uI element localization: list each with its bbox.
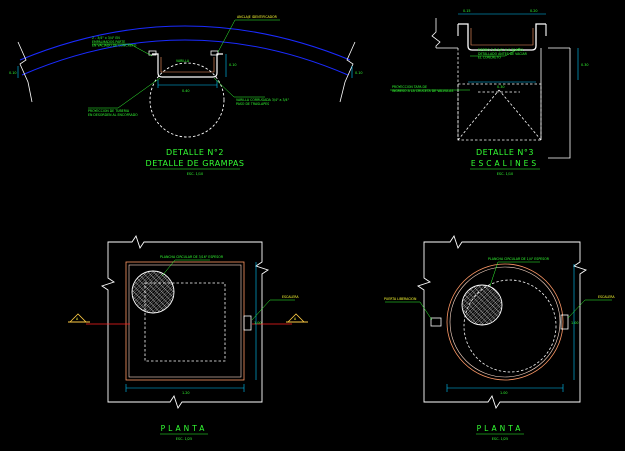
pipe-arc-outer [19, 25, 351, 61]
leader-bottom-right [213, 77, 265, 98]
planta-2-note-right: ESCALERA [598, 295, 615, 299]
leader-left [92, 43, 153, 57]
dim-side-text: 0.10 [229, 63, 237, 67]
leader-bottom-left [88, 77, 161, 109]
planta-2-outer-wall [416, 234, 588, 410]
planta-1-dim-bottom-text: 1.20 [182, 391, 190, 395]
d3-leader-right [470, 47, 521, 57]
detalle-3-title: DETALLE N°3 [476, 148, 534, 157]
planta-2-wall-inner [449, 266, 561, 378]
detalle-2-title: DETALLE N°2 [166, 148, 224, 157]
planta-1-note-hatch: PLANCHA CIRCULAR DE 3/16" ESPESOR [160, 255, 224, 259]
d3-dim-width-text: 0.30 [497, 85, 505, 89]
planta-1-ladder [243, 315, 252, 331]
dim-right-text: 0.10 [355, 71, 363, 75]
detalle-2-scale: ESC. 1/10 [187, 172, 203, 176]
planta-1-note-right: ESCALERA [282, 295, 299, 299]
wall-left-break [431, 18, 441, 48]
planta-2-dim-right-text: 1.00 [571, 321, 579, 325]
section-marker-left: A [68, 313, 90, 323]
detalle-3-scale: ESC. 1/10 [497, 172, 513, 176]
planta-2-note-left: PUERTA LIBERACION [384, 297, 417, 301]
planta-2-leader-left [385, 301, 433, 321]
planta-1-group: A A 1.20 1.00 PLANCHA CIRCULAR DE 3/16" … [68, 234, 308, 441]
section-marker-left-text: A [76, 317, 79, 321]
dim-width-text: 0.40 [182, 89, 190, 93]
planta-2-leader-right [567, 299, 612, 319]
planta-2-dashed-opening [463, 279, 557, 373]
planta-1-dashed-opening [144, 282, 226, 362]
note-top: ANCLAJE IDENTIFICADOR [237, 15, 278, 19]
break-line-left [17, 41, 33, 103]
note-bottom-right: VARILLA CORRUGADA 3/4" a 3/4"PASO DE TRA… [236, 98, 290, 106]
section-marker-right: A [286, 313, 308, 323]
planta-1-dim-right-text: 1.00 [254, 321, 262, 325]
planta-1-hatched-plate-cross [132, 271, 174, 313]
clamp-inner [160, 57, 215, 73]
planta-2-title: PLANTA [477, 424, 524, 433]
planta-1-leader-right [251, 299, 295, 321]
d3-dim-top-left: 0.15 [463, 9, 471, 13]
planta-2-note-hatch: PLANCHA CIRCULAR DE 1/4" ESPESOR [488, 257, 550, 261]
planta-2-group: 1.00 1.00 PLANCHA CIRCULAR DE 1/4" ESPES… [384, 234, 615, 441]
anchor-dashed-circle [149, 62, 225, 138]
detalle-3-subtitle: ESCALINES [471, 159, 539, 168]
clamp-anchor-right [210, 50, 219, 56]
planta-2-wall-outer [446, 263, 564, 381]
planta-2-ladder [560, 314, 569, 330]
step-rung-inner [470, 28, 534, 46]
detalle-3-group: 0.15 0.20 0.30 0.30 FIERRO 3 Ø 3/4" A 0.… [390, 9, 589, 176]
section-marker-right-text: A [294, 317, 297, 321]
planta-2-dim-bottom-text: 1.00 [500, 391, 508, 395]
dim-left-text: 0.10 [9, 71, 17, 75]
planta-2-scale: ESC. 1/25 [492, 437, 508, 441]
detalle-2-group: 0.10 0.10 VARILLA 0.40 0.10 ANCLAJE IDEN… [9, 15, 363, 176]
d3-dim-top-right: 0.20 [530, 9, 538, 13]
planta-1-outer-wall [100, 234, 270, 410]
valve-box-dashed [457, 83, 542, 141]
d3-note-right: FIERRO 3 Ø 3/4" A 0.30 MAX.DETALLADO ANT… [478, 47, 528, 60]
clamp-anchor-left [148, 50, 157, 56]
planta-2-door [430, 317, 442, 327]
planta-1-leader-hatch [161, 259, 210, 277]
planta-1-inner-wall-inner [128, 264, 242, 378]
clamp-channel [152, 53, 223, 78]
step-rung [458, 23, 546, 51]
leader-top [217, 19, 280, 53]
detalle-2-subtitle: DETALLE DE GRAMPAS [146, 159, 245, 168]
valve-box-diag-1 [457, 89, 500, 141]
break-line-right [339, 41, 356, 103]
valve-box-diag-2 [498, 89, 542, 141]
pipe-arc-inner [21, 39, 349, 76]
planta-1-title: PLANTA [161, 424, 208, 433]
d3-dim-side-text: 0.30 [581, 63, 589, 67]
planta-1-scale: ESC. 1/25 [176, 437, 192, 441]
planta-2-hatched-plate-cross [462, 285, 502, 325]
planta-2-leader-hatch [489, 261, 540, 287]
rod-label: VARILLA [176, 59, 190, 63]
wall-right [548, 48, 571, 159]
